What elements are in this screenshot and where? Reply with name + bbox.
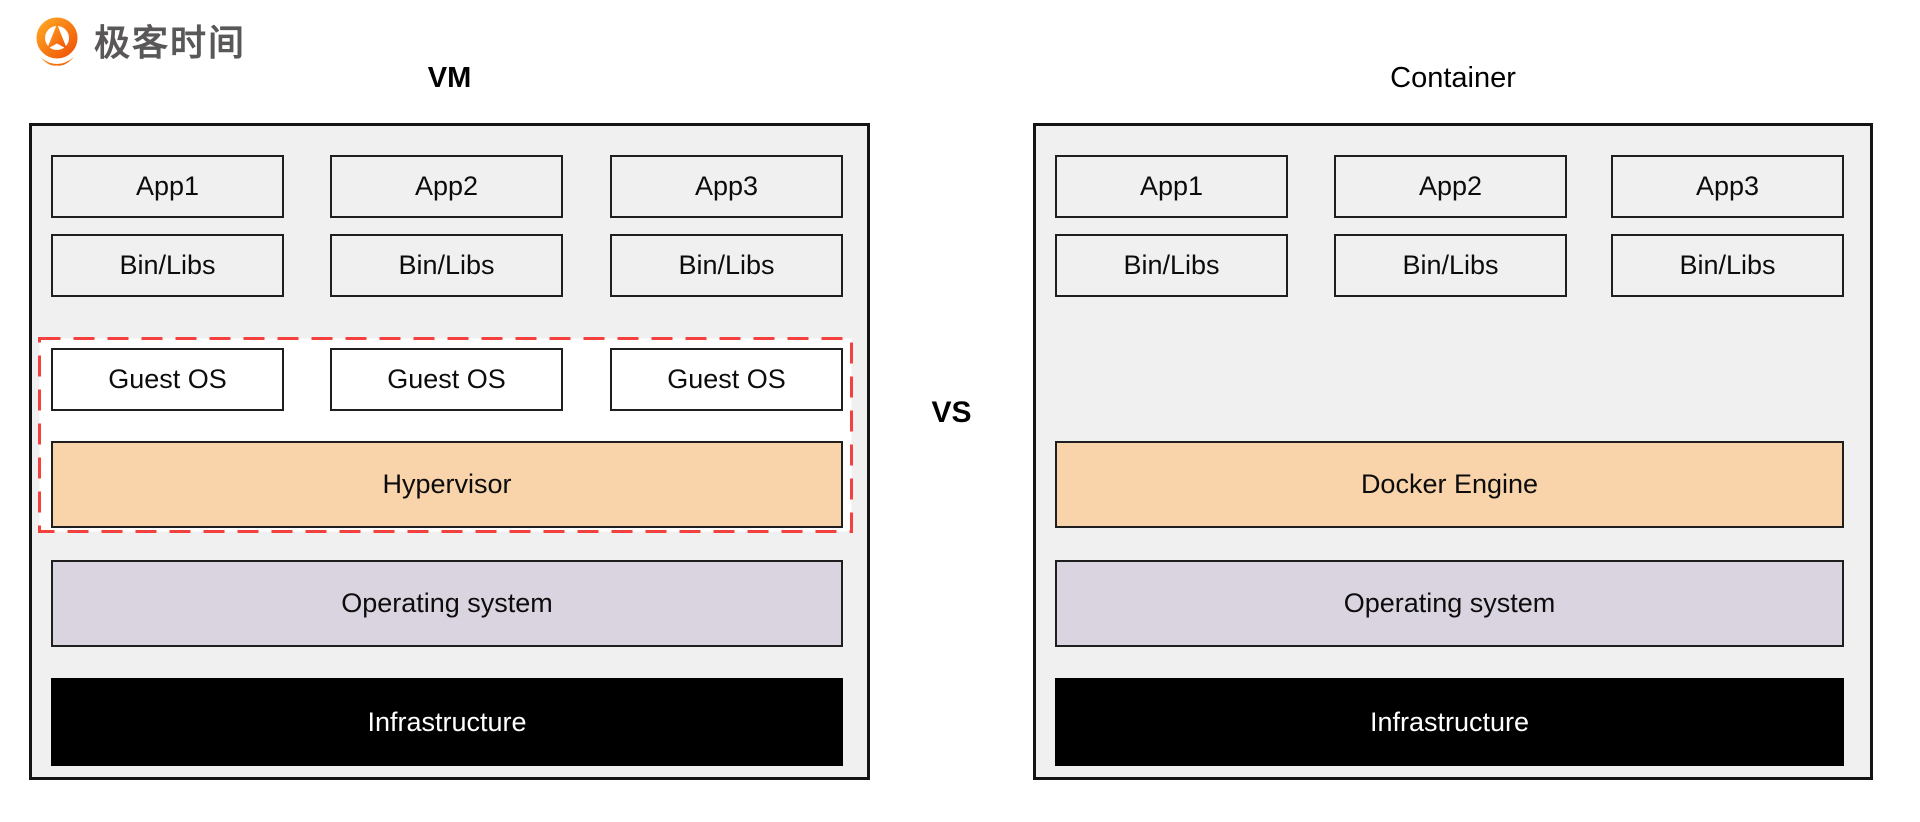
ct-binlibs1-box: Bin/Libs: [1055, 234, 1288, 297]
vm-operating-system-band: Operating system: [51, 560, 843, 647]
vm-binlibs2-box: Bin/Libs: [330, 234, 563, 297]
vm-app3-box: App3: [610, 155, 843, 218]
vm-infrastructure-band: Infrastructure: [51, 678, 843, 766]
geektime-logo: 极客时间: [34, 16, 246, 70]
ct-app2-box: App2: [1334, 155, 1567, 218]
vm-app1-box: App1: [51, 155, 284, 218]
ct-operating-system-band: Operating system: [1055, 560, 1844, 647]
vm-panel: App1 App2 App3 Bin/Libs Bin/Libs Bin/Lib…: [29, 123, 870, 780]
vm-title: VM: [427, 62, 472, 94]
hypervisor-band: Hypervisor: [51, 441, 843, 528]
vs-label: VS: [931, 396, 972, 429]
container-title: Container: [1390, 62, 1516, 94]
geektime-pin-icon: [36, 17, 78, 66]
ct-app1-box: App1: [1055, 155, 1288, 218]
container-panel: App1 App2 App3 Bin/Libs Bin/Libs Bin/Lib…: [1033, 123, 1873, 780]
docker-engine-band: Docker Engine: [1055, 441, 1844, 528]
ct-binlibs2-box: Bin/Libs: [1334, 234, 1567, 297]
vm-binlibs3-box: Bin/Libs: [610, 234, 843, 297]
vm-binlibs1-box: Bin/Libs: [51, 234, 284, 297]
vm-app2-box: App2: [330, 155, 563, 218]
ct-app3-box: App3: [1611, 155, 1844, 218]
ct-infrastructure-band: Infrastructure: [1055, 678, 1844, 766]
ct-binlibs3-box: Bin/Libs: [1611, 234, 1844, 297]
vm-guestos3-box: Guest OS: [610, 348, 843, 411]
vm-guestos2-box: Guest OS: [330, 348, 563, 411]
vm-guestos1-box: Guest OS: [51, 348, 284, 411]
brand-name: 极客时间: [94, 22, 247, 63]
